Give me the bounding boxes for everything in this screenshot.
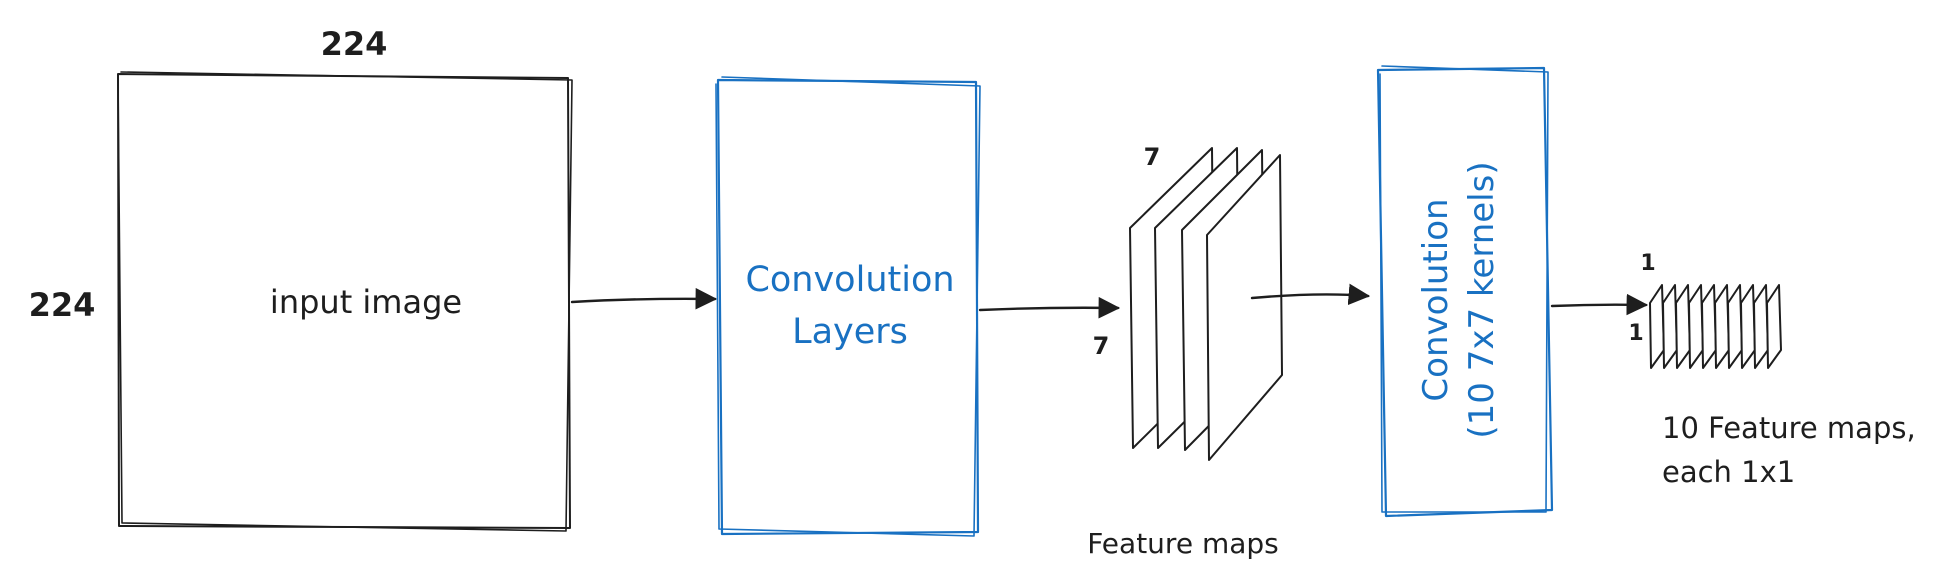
- output-feature-map-sheet: [1766, 284, 1782, 369]
- output-feature-map-sheets: [1649, 284, 1782, 369]
- output-feature-map-sheet: [1649, 284, 1665, 369]
- arrow-input-to-conv: [570, 287, 718, 310]
- feature-map-sheets: [1129, 147, 1283, 461]
- output-feature-maps: 1 1 10 Feature maps, each 1x1: [1628, 251, 1915, 489]
- feature-maps-caption: Feature maps: [1087, 527, 1279, 560]
- input-width-label: 224: [321, 25, 388, 63]
- output-feature-map-sheet: [1740, 284, 1756, 369]
- arrow-conv2-to-output: [1550, 293, 1649, 316]
- output-width-label: 1: [1640, 251, 1655, 276]
- arrow-conv-to-featuremaps: [978, 296, 1121, 319]
- conv-kernels-label-line2: (10 7x7 kernels): [1462, 161, 1502, 438]
- conv-kernels-label-line1: Convolution: [1416, 198, 1456, 401]
- feature-maps-height-label: 7: [1093, 332, 1110, 360]
- output-caption-line2: each 1x1: [1662, 455, 1795, 489]
- output-caption-line1: 10 Feature maps,: [1662, 411, 1916, 445]
- input-image-block: input image 224 224: [29, 25, 573, 532]
- input-image-label: input image: [270, 283, 462, 321]
- output-feature-map-sheet: [1662, 284, 1678, 369]
- output-feature-map-sheet: [1675, 284, 1691, 369]
- feature-map-sheet: [1206, 154, 1283, 461]
- output-feature-map-sheet: [1688, 284, 1704, 369]
- feature-maps-width-label: 7: [1144, 143, 1161, 171]
- output-feature-map-sheet: [1753, 284, 1769, 369]
- input-height-label: 224: [29, 286, 96, 324]
- output-height-label: 1: [1628, 321, 1643, 346]
- feature-maps-stack: 7 7 Feature maps: [1087, 143, 1283, 560]
- convolution-layers-block: Convolution Layers: [715, 76, 981, 537]
- output-feature-map-sheet: [1701, 284, 1717, 369]
- arrow-featuremaps-to-conv2: [1250, 283, 1371, 306]
- conv-layers-label-line2: Layers: [792, 312, 908, 352]
- conv-layers-label-line1: Convolution: [745, 260, 954, 300]
- convolution-kernels-block: Convolution (10 7x7 kernels): [1376, 65, 1554, 518]
- output-feature-map-sheet: [1727, 284, 1743, 369]
- output-feature-map-sheet: [1714, 284, 1730, 369]
